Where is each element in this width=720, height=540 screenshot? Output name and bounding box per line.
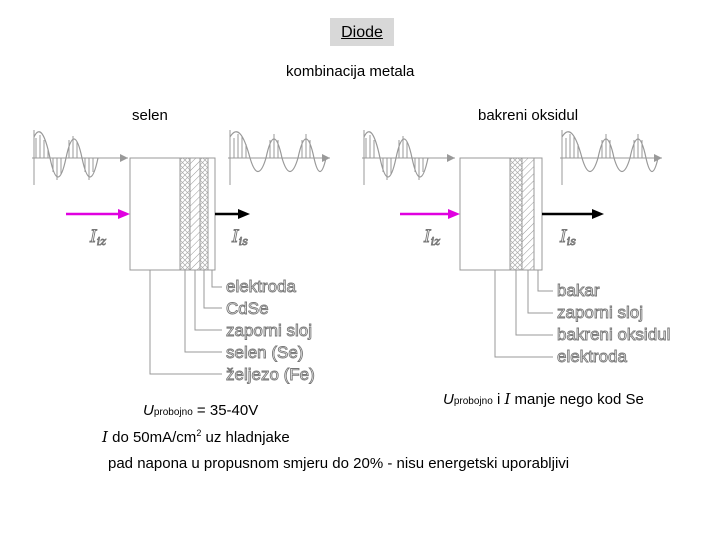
right-leader-lines [494, 270, 553, 358]
right-output-arrow [542, 209, 604, 219]
left-breakdown-note: Uprobojno = 35-40V [143, 402, 259, 419]
left-selen-layer [179, 157, 191, 271]
left-ac-wave [32, 130, 128, 185]
right-copper-plate [459, 157, 511, 271]
right-ac-wave [362, 130, 455, 185]
left-output-arrow [215, 209, 250, 219]
left-barrier-layer [189, 157, 201, 271]
left-diode: Iiz Iis elektroda CdSe zaporni sloj sele… [32, 130, 330, 384]
right-breakdown-note: Uprobojno i I manje nego kod Se [443, 390, 644, 408]
left-layer-label: zaporni sloj [226, 321, 312, 340]
right-oxide-layer [521, 157, 535, 271]
left-current-note: I do 50mA/cm2 uz hladnjake [102, 428, 290, 446]
right-layer-label: elektroda [557, 347, 627, 366]
left-current-in: Iiz [89, 227, 106, 248]
right-current-out: Iis [559, 227, 576, 248]
left-layer-label: elektroda [226, 277, 296, 296]
subtitle: kombinacija metala [286, 63, 415, 80]
left-dc-wave [228, 130, 330, 185]
right-layer-label: bakar [557, 281, 600, 300]
left-layer-label: CdSe [226, 299, 269, 318]
left-current-out: Iis [231, 227, 248, 248]
left-iron-plate [129, 157, 181, 271]
right-dc-wave [560, 130, 662, 185]
right-electrode-layer [533, 157, 543, 271]
left-heading: selen [132, 107, 168, 124]
left-layer-label: selen (Se) [226, 343, 303, 362]
left-input-arrow [66, 209, 130, 219]
right-layer-label: zaporni sloj [557, 303, 643, 322]
right-current-in: Iiz [423, 227, 440, 248]
left-electrode-layer [207, 157, 216, 271]
right-diode: Iiz Iis bakar zaporni sloj bakreni oksid… [362, 130, 671, 366]
left-cdse-layer [199, 157, 209, 271]
page-title: Diode [330, 18, 394, 46]
right-layer-label: bakreni oksidul [557, 325, 670, 344]
left-layer-label: željezo (Fe) [226, 365, 315, 384]
right-barrier-layer [509, 157, 523, 271]
right-input-arrow [400, 209, 460, 219]
right-heading: bakreni oksidul [478, 107, 579, 124]
footer-note: pad napona u propusnom smjeru do 20% - n… [108, 455, 570, 472]
left-leader-lines [149, 270, 222, 375]
